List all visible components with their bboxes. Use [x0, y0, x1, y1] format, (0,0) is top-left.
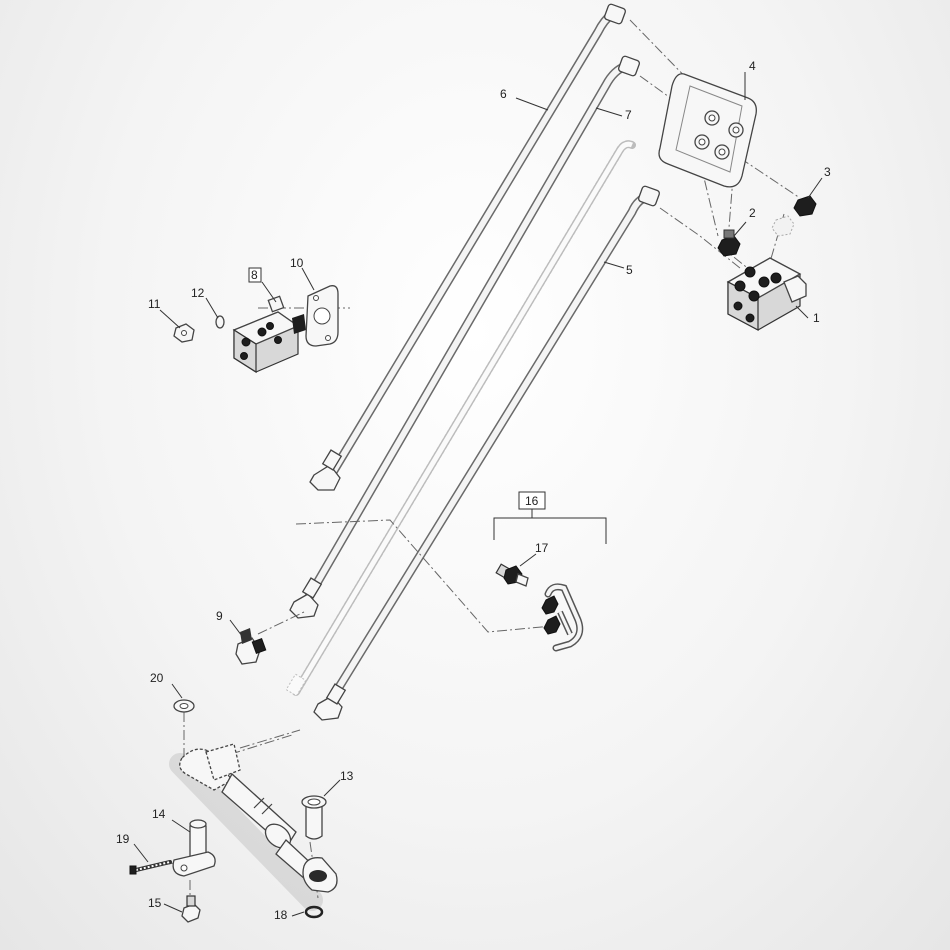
bushing-13	[301, 795, 327, 840]
callout-2: 2	[749, 206, 756, 220]
hose-6	[309, 3, 626, 491]
pin-14	[172, 819, 216, 877]
callout-5: 5	[626, 263, 633, 277]
callout-13: 13	[340, 769, 354, 783]
callout-16: 16	[525, 494, 539, 508]
hose-6-fitting-top	[604, 3, 626, 25]
callout-14: 14	[152, 807, 166, 821]
kit-16-bracket	[493, 508, 607, 544]
elbow-fitting-9	[235, 628, 267, 665]
ring-18	[304, 905, 324, 919]
fitting-3	[793, 195, 817, 217]
bolt-19	[129, 860, 172, 875]
tube-assembly	[541, 583, 584, 652]
bolt-15	[181, 895, 201, 923]
callout-6: 6	[500, 87, 507, 101]
callout-17: 17	[535, 541, 549, 555]
hydraulic-pump-8	[232, 295, 306, 374]
callout-12: 12	[191, 286, 205, 300]
callout-7: 7	[625, 108, 632, 122]
mounting-plate-4	[658, 73, 757, 188]
callout-19: 19	[116, 832, 130, 846]
callout-15: 15	[148, 896, 162, 910]
callout-9: 9	[216, 609, 223, 623]
callout-8: 8	[251, 268, 258, 282]
hose-7	[289, 55, 640, 619]
hose-7-fitting-top	[618, 55, 640, 77]
callout-10: 10	[290, 256, 304, 270]
nut-11	[173, 323, 195, 343]
steering-valve-1	[726, 257, 807, 331]
hose-5-fitting-bottom	[313, 683, 347, 721]
hose-ghost-dotted	[285, 140, 636, 697]
washer-20	[173, 699, 195, 713]
fitting-2	[717, 229, 741, 257]
callout-1: 1	[813, 311, 820, 325]
hose-5	[313, 185, 660, 721]
callout-labels: 1 2 3 4 5 6 7 8 10 11 12 9 20 13 14 19 1…	[116, 59, 831, 922]
hose-5-fitting-top	[638, 185, 660, 207]
callout-20: 20	[150, 671, 164, 685]
leader-lines	[133, 72, 823, 917]
fitting-ghost	[771, 215, 795, 237]
gasket-10	[305, 285, 339, 347]
callout-3: 3	[824, 165, 831, 179]
callout-4: 4	[749, 59, 756, 73]
hose-6-fitting-bottom	[309, 449, 343, 491]
steering-cylinder	[169, 743, 338, 911]
callout-11: 11	[148, 297, 161, 311]
callout-18: 18	[274, 908, 288, 922]
fitting-17	[495, 563, 529, 587]
washer-12	[215, 315, 225, 329]
hose-7-fitting-bottom	[289, 577, 323, 619]
